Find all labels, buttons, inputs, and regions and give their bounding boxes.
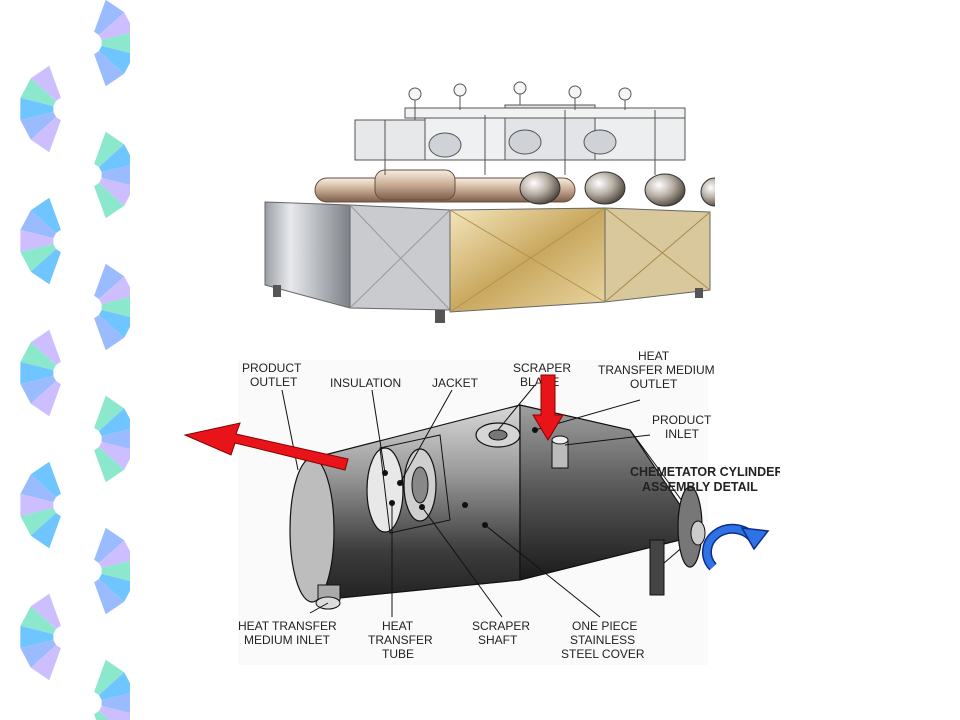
label-htm-outlet-line1: HEAT [638, 349, 670, 363]
ribbon-segment [30, 249, 61, 285]
ribbon-segment [20, 625, 54, 649]
label-htm-inlet-line1: HEAT TRANSFER [238, 619, 337, 633]
ribbon-segment [94, 263, 125, 299]
ribbon-segment [94, 51, 125, 87]
ribbon-segment [101, 693, 130, 713]
ribbon-segment [98, 309, 130, 338]
ribbon-segment [94, 395, 125, 431]
label-htt-line1: HEAT [382, 619, 414, 633]
ribbon-segment [94, 447, 125, 483]
ribbon-segment [98, 705, 130, 720]
label-htm-outlet-line2: TRANSFER MEDIUM [598, 363, 715, 377]
label-product-outlet-line2: OUTLET [250, 375, 298, 389]
product-outlet-arrow [183, 422, 349, 471]
ribbon-segment [20, 229, 54, 253]
ribbon-segment [30, 65, 61, 101]
ribbon-segment [30, 381, 61, 417]
label-scraper-blade-line1: SCRAPER [513, 361, 571, 375]
ribbon-segment [20, 97, 54, 121]
ribbon-segment [94, 711, 109, 720]
ribbon-segment [101, 561, 130, 581]
ribbon-segment [101, 33, 130, 53]
ribbon-segment [94, 131, 125, 167]
top-valves-and-gauges [354, 81, 686, 175]
ribbon-segment [98, 672, 130, 701]
ribbon-segment [98, 573, 130, 602]
ribbon-segment [94, 579, 125, 615]
label-htt-line3: TUBE [382, 647, 414, 661]
ribbon-segment [30, 461, 61, 497]
leader-lines [281, 384, 651, 618]
ribbon-segment [20, 639, 57, 668]
diagram-labels: PRODUCT OUTLET INSULATION JACKET SCRAPER… [238, 349, 780, 661]
ribbon-segment [20, 507, 57, 536]
ribbon-segment [101, 165, 130, 185]
ribbon-segment [98, 144, 130, 173]
ribbon-segment [30, 197, 61, 233]
label-scraper-shaft-line2: SHAFT [478, 633, 518, 647]
ribbon-segment [98, 408, 130, 437]
ribbon-segment [94, 659, 125, 695]
label-product-outlet-line1: PRODUCT [242, 361, 302, 375]
ribbon-segment [20, 342, 57, 371]
ribbon-segment [20, 493, 54, 517]
ribbon-segment [20, 111, 57, 140]
ribbon-segment [20, 375, 57, 404]
cylinder-pipes [314, 169, 715, 207]
label-scraper-shaft-line1: SCRAPER [472, 619, 530, 633]
product-inlet-arrow [532, 374, 564, 441]
ribbon-segment [30, 513, 61, 549]
label-htm-outlet-line3: OUTLET [630, 377, 678, 391]
ribbon-segment [94, 315, 125, 351]
ribbon-segment [98, 177, 130, 206]
ribbon-segment [20, 606, 57, 635]
label-insulation: INSULATION [330, 376, 401, 390]
ribbon-segment [20, 78, 57, 107]
label-product-inlet-line2: INLET [665, 427, 700, 441]
ribbon-segment [94, 527, 125, 563]
ribbon-segment [30, 645, 61, 681]
label-cover-line2: STAINLESS [570, 633, 635, 647]
label-htm-inlet-line2: MEDIUM INLET [244, 633, 331, 647]
label-htt-line2: TRANSFER [368, 633, 433, 647]
base-cabinets [264, 201, 711, 323]
ribbon-segment [98, 12, 130, 41]
label-chemetator-line2: ASSEMBLY DETAIL [642, 480, 758, 494]
cylinder-assembly-diagram: PRODUCT OUTLET INSULATION JACKET SCRAPER… [183, 349, 780, 665]
ribbon-segment [98, 276, 130, 305]
label-cover-line1: ONE PIECE [572, 619, 637, 633]
ribbon-segment [94, 183, 125, 219]
equipment-photo [264, 81, 715, 323]
ribbon-segment [20, 210, 57, 239]
label-product-inlet-line1: PRODUCT [652, 413, 712, 427]
ribbon-segment [94, 0, 125, 35]
ribbon-segment [20, 474, 57, 503]
ribbon-segment [20, 243, 57, 272]
label-chemetator-line1: CHEMETATOR CYLINDER [630, 465, 780, 479]
ribbon-segment [20, 361, 54, 385]
shaft-rotation-arrow [702, 523, 770, 571]
decorative-ribbon-spiral [20, 0, 130, 720]
ribbon-segment [30, 329, 61, 365]
ribbon-segment [101, 429, 130, 449]
ribbon-segment [98, 441, 130, 470]
label-cover-line3: STEEL COVER [561, 647, 645, 661]
cylinder-body [289, 404, 706, 610]
ribbon-segment [30, 117, 61, 153]
ribbon-segment [30, 593, 61, 629]
label-jacket: JACKET [432, 376, 479, 390]
ribbon-segment [101, 297, 130, 317]
ribbon-segment [98, 45, 130, 74]
ribbon-segment [98, 540, 130, 569]
